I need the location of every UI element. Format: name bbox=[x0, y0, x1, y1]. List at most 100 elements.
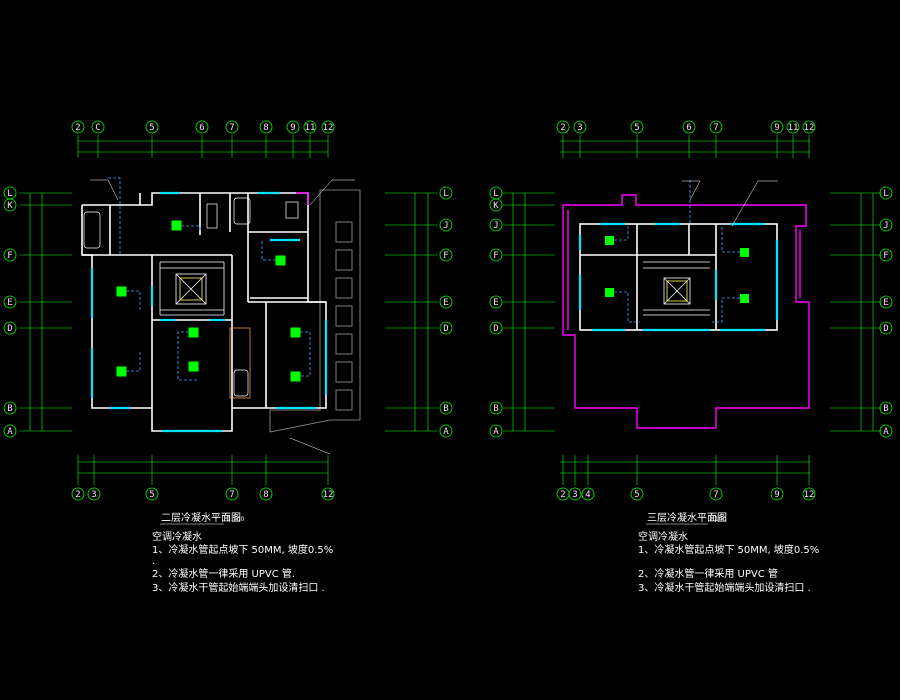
axis-label: E bbox=[493, 298, 498, 308]
axis-bubble-right: E bbox=[439, 295, 453, 309]
axis-bubble-left: B bbox=[489, 401, 503, 415]
ac-unit bbox=[188, 327, 199, 338]
axis-bubble-bottom: 9 bbox=[770, 487, 784, 501]
axis-bubble-left: B bbox=[3, 401, 17, 415]
left-notes-heading: 空调冷凝水 bbox=[152, 530, 202, 543]
axis-label: J bbox=[443, 221, 448, 231]
axis-bubble-right: L bbox=[439, 186, 453, 200]
axis-label: B bbox=[493, 404, 498, 414]
axis-bubble-bottom: 5 bbox=[630, 487, 644, 501]
axis-bubble-left: F bbox=[3, 248, 17, 262]
right-left-dimension-lines bbox=[503, 192, 555, 432]
axis-label: 4 bbox=[585, 490, 590, 500]
ac-unit bbox=[605, 288, 614, 297]
axis-label: 5 bbox=[634, 490, 639, 500]
left-stair-elevator bbox=[159, 261, 225, 316]
axis-bubble-left: D bbox=[489, 321, 503, 335]
axis-label: 8 bbox=[263, 490, 268, 500]
left-notes-block: 二层冷凝水平面图 1:100 空调冷凝水 1、冷凝水管起点坡下 50MM, 坡度… bbox=[152, 511, 333, 594]
axis-bubble-top: 5 bbox=[145, 120, 159, 134]
axis-label: K bbox=[493, 201, 499, 211]
axis-bubble-bottom: 2 bbox=[71, 487, 85, 501]
axis-label: 5 bbox=[634, 123, 639, 133]
axis-bubble-bottom: 12 bbox=[802, 487, 816, 501]
right-leader-lines bbox=[682, 180, 778, 227]
right-bottom-dimension-lines bbox=[560, 455, 810, 485]
left-floor-plan bbox=[20, 135, 438, 485]
axis-label: 12 bbox=[323, 490, 334, 500]
axis-bubble-right: A bbox=[439, 424, 453, 438]
axis-bubble-left: A bbox=[489, 424, 503, 438]
axis-label: F bbox=[443, 251, 448, 261]
left-note-line: 2、冷凝水管一律采用 UPVC 管. bbox=[152, 567, 295, 580]
axis-label: A bbox=[7, 427, 13, 437]
left-drawing-scale: 1:100 bbox=[227, 516, 244, 523]
left-drawing-title: 二层冷凝水平面图 bbox=[161, 511, 241, 524]
axis-bubble-bottom: 3 bbox=[568, 487, 582, 501]
axis-label: B bbox=[7, 404, 12, 414]
axis-label: 7 bbox=[229, 490, 234, 500]
axis-label: 2 bbox=[560, 490, 565, 500]
axis-bubble-left: E bbox=[489, 295, 503, 309]
axis-bubble-left: J bbox=[489, 218, 503, 232]
axis-bubble-top: 8 bbox=[259, 120, 273, 134]
right-roof-outline bbox=[562, 194, 810, 429]
ac-unit bbox=[116, 366, 127, 377]
axis-bubble-right: J bbox=[879, 218, 893, 232]
left-windows bbox=[90, 191, 328, 433]
right-note-line: 2、冷凝水管一律采用 UPVC 管 bbox=[638, 567, 778, 580]
axis-bubble-left: E bbox=[3, 295, 17, 309]
axis-label: B bbox=[443, 404, 448, 414]
axis-label: 8 bbox=[263, 123, 268, 133]
axis-bubble-top: 6 bbox=[682, 120, 696, 134]
right-stair-elevator bbox=[643, 261, 710, 316]
axis-label: L bbox=[443, 189, 448, 199]
left-ac-units bbox=[116, 220, 301, 382]
axis-label: D bbox=[493, 324, 498, 334]
axis-bubble-right: D bbox=[879, 321, 893, 335]
axis-bubble-right: F bbox=[439, 248, 453, 262]
left-leader-lines bbox=[90, 179, 355, 455]
right-ac-units bbox=[605, 236, 749, 303]
axis-bubble-top: 11 bbox=[786, 120, 800, 134]
axis-label: 2 bbox=[560, 123, 565, 133]
axis-label: 9 bbox=[774, 123, 779, 133]
axis-bubble-top: 3 bbox=[573, 120, 587, 134]
axis-label: 3 bbox=[572, 490, 577, 500]
left-right-dimension-lines bbox=[385, 192, 438, 432]
axis-bubble-left: K bbox=[489, 198, 503, 212]
axis-label: L bbox=[493, 189, 498, 199]
axis-label: 7 bbox=[229, 123, 234, 133]
left-condensate-pipes bbox=[108, 177, 311, 381]
axis-bubble-top: 11 bbox=[303, 120, 317, 134]
axis-label: C bbox=[95, 123, 100, 133]
axis-bubble-left: A bbox=[3, 424, 17, 438]
axis-label: 2 bbox=[75, 490, 80, 500]
left-note-line: 1、冷凝水管起点坡下 50MM, 坡度0.5% bbox=[152, 543, 333, 556]
axis-bubble-right: F bbox=[879, 248, 893, 262]
ac-unit bbox=[740, 248, 749, 257]
left-note-line: . bbox=[152, 556, 155, 567]
axis-bubble-top: 2 bbox=[71, 120, 85, 134]
axis-bubble-bottom: 7 bbox=[225, 487, 239, 501]
axis-label: A bbox=[883, 427, 889, 437]
axis-bubble-right: E bbox=[879, 295, 893, 309]
axis-label: D bbox=[7, 324, 12, 334]
right-note-line: 1、冷凝水管起点坡下 50MM, 坡度0.5% bbox=[638, 543, 819, 556]
ac-unit bbox=[275, 255, 286, 266]
ac-unit bbox=[290, 371, 301, 382]
axis-label: 6 bbox=[686, 123, 691, 133]
left-side-dimension-lines bbox=[20, 192, 72, 432]
axis-label: 9 bbox=[290, 123, 295, 133]
axis-bubble-left: K bbox=[3, 198, 17, 212]
axis-label: D bbox=[883, 324, 888, 334]
axis-bubble-top: 6 bbox=[195, 120, 209, 134]
axis-label: 3 bbox=[577, 123, 582, 133]
axis-bubble-top: 7 bbox=[709, 120, 723, 134]
right-drawing-scale: 1:100 bbox=[709, 516, 726, 523]
axis-label: E bbox=[883, 298, 888, 308]
right-floor-plan bbox=[503, 135, 882, 485]
axis-label: 3 bbox=[91, 490, 96, 500]
axis-bubble-top: 9 bbox=[286, 120, 300, 134]
